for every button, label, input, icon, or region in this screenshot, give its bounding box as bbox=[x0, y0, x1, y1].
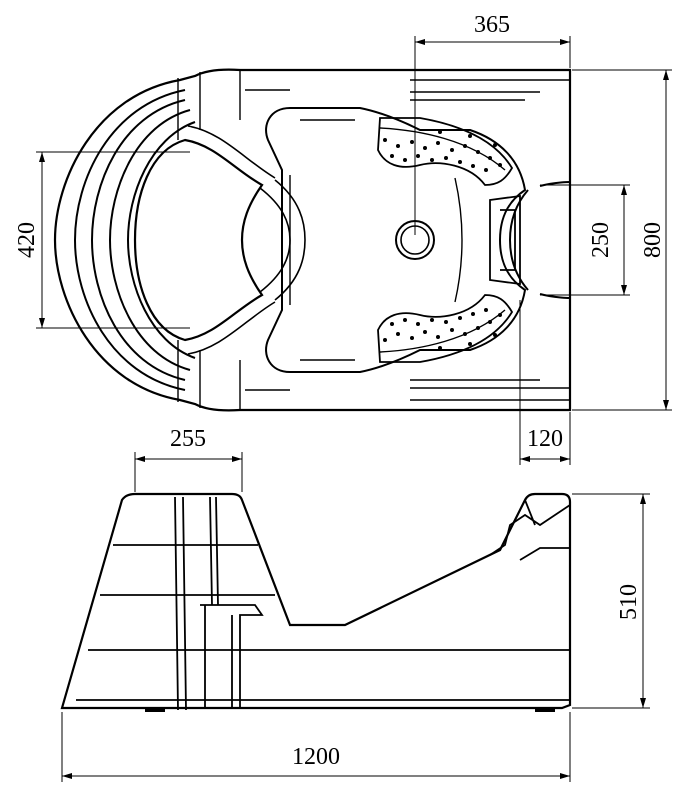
dimension-120: 120 bbox=[519, 300, 571, 465]
side-view-channel bbox=[174, 496, 219, 711]
dimension-255: 255 bbox=[134, 426, 243, 492]
edge-strips bbox=[245, 79, 570, 401]
dimension-1200: 1200 bbox=[61, 712, 571, 782]
side-view-bands bbox=[76, 544, 570, 701]
antislip-dots-lower bbox=[383, 308, 502, 350]
foot-rest-lower bbox=[377, 294, 514, 363]
dimension-510: 510 bbox=[572, 493, 650, 709]
seat-arc-2 bbox=[90, 99, 186, 381]
seat-opening-rim bbox=[187, 125, 276, 355]
foot-rest-upper bbox=[377, 117, 514, 186]
dimension-365: 365 bbox=[414, 12, 571, 235]
seat-arc-3 bbox=[108, 109, 191, 371]
seat-arc-4 bbox=[126, 121, 196, 359]
basin-outline bbox=[265, 107, 527, 373]
dimension-120-label: 120 bbox=[527, 426, 563, 452]
top-view bbox=[53, 68, 572, 412]
antislip-dots-upper bbox=[383, 130, 502, 172]
dimension-1200-label: 1200 bbox=[292, 744, 340, 770]
dimension-250: 250 bbox=[540, 184, 630, 296]
dimension-255-label: 255 bbox=[170, 426, 206, 452]
dimension-800: 800 bbox=[572, 69, 672, 411]
foot-rest-lower-inner bbox=[379, 239, 506, 353]
dimension-420-label: 420 bbox=[14, 222, 40, 258]
top-view-outline bbox=[53, 68, 572, 412]
front-circle bbox=[508, 181, 571, 299]
dimension-420: 420 bbox=[14, 151, 190, 329]
side-view bbox=[60, 492, 572, 712]
seat-arc-1 bbox=[73, 89, 186, 391]
seat-opening bbox=[133, 138, 264, 342]
side-view-outline bbox=[60, 492, 572, 710]
dimension-510-label: 510 bbox=[616, 584, 642, 620]
basin-inner-line bbox=[289, 119, 355, 361]
dimension-365-label: 365 bbox=[474, 12, 510, 38]
side-view-front bbox=[489, 499, 571, 561]
dimension-800-label: 800 bbox=[640, 222, 666, 258]
seat-ribs bbox=[177, 70, 241, 410]
side-view-foot-well bbox=[200, 604, 264, 708]
foot-left bbox=[145, 707, 165, 712]
foot-rest-upper-inner bbox=[379, 127, 506, 241]
foot-right bbox=[535, 707, 555, 712]
dimension-250-label: 250 bbox=[588, 222, 614, 258]
front-block bbox=[489, 194, 521, 286]
